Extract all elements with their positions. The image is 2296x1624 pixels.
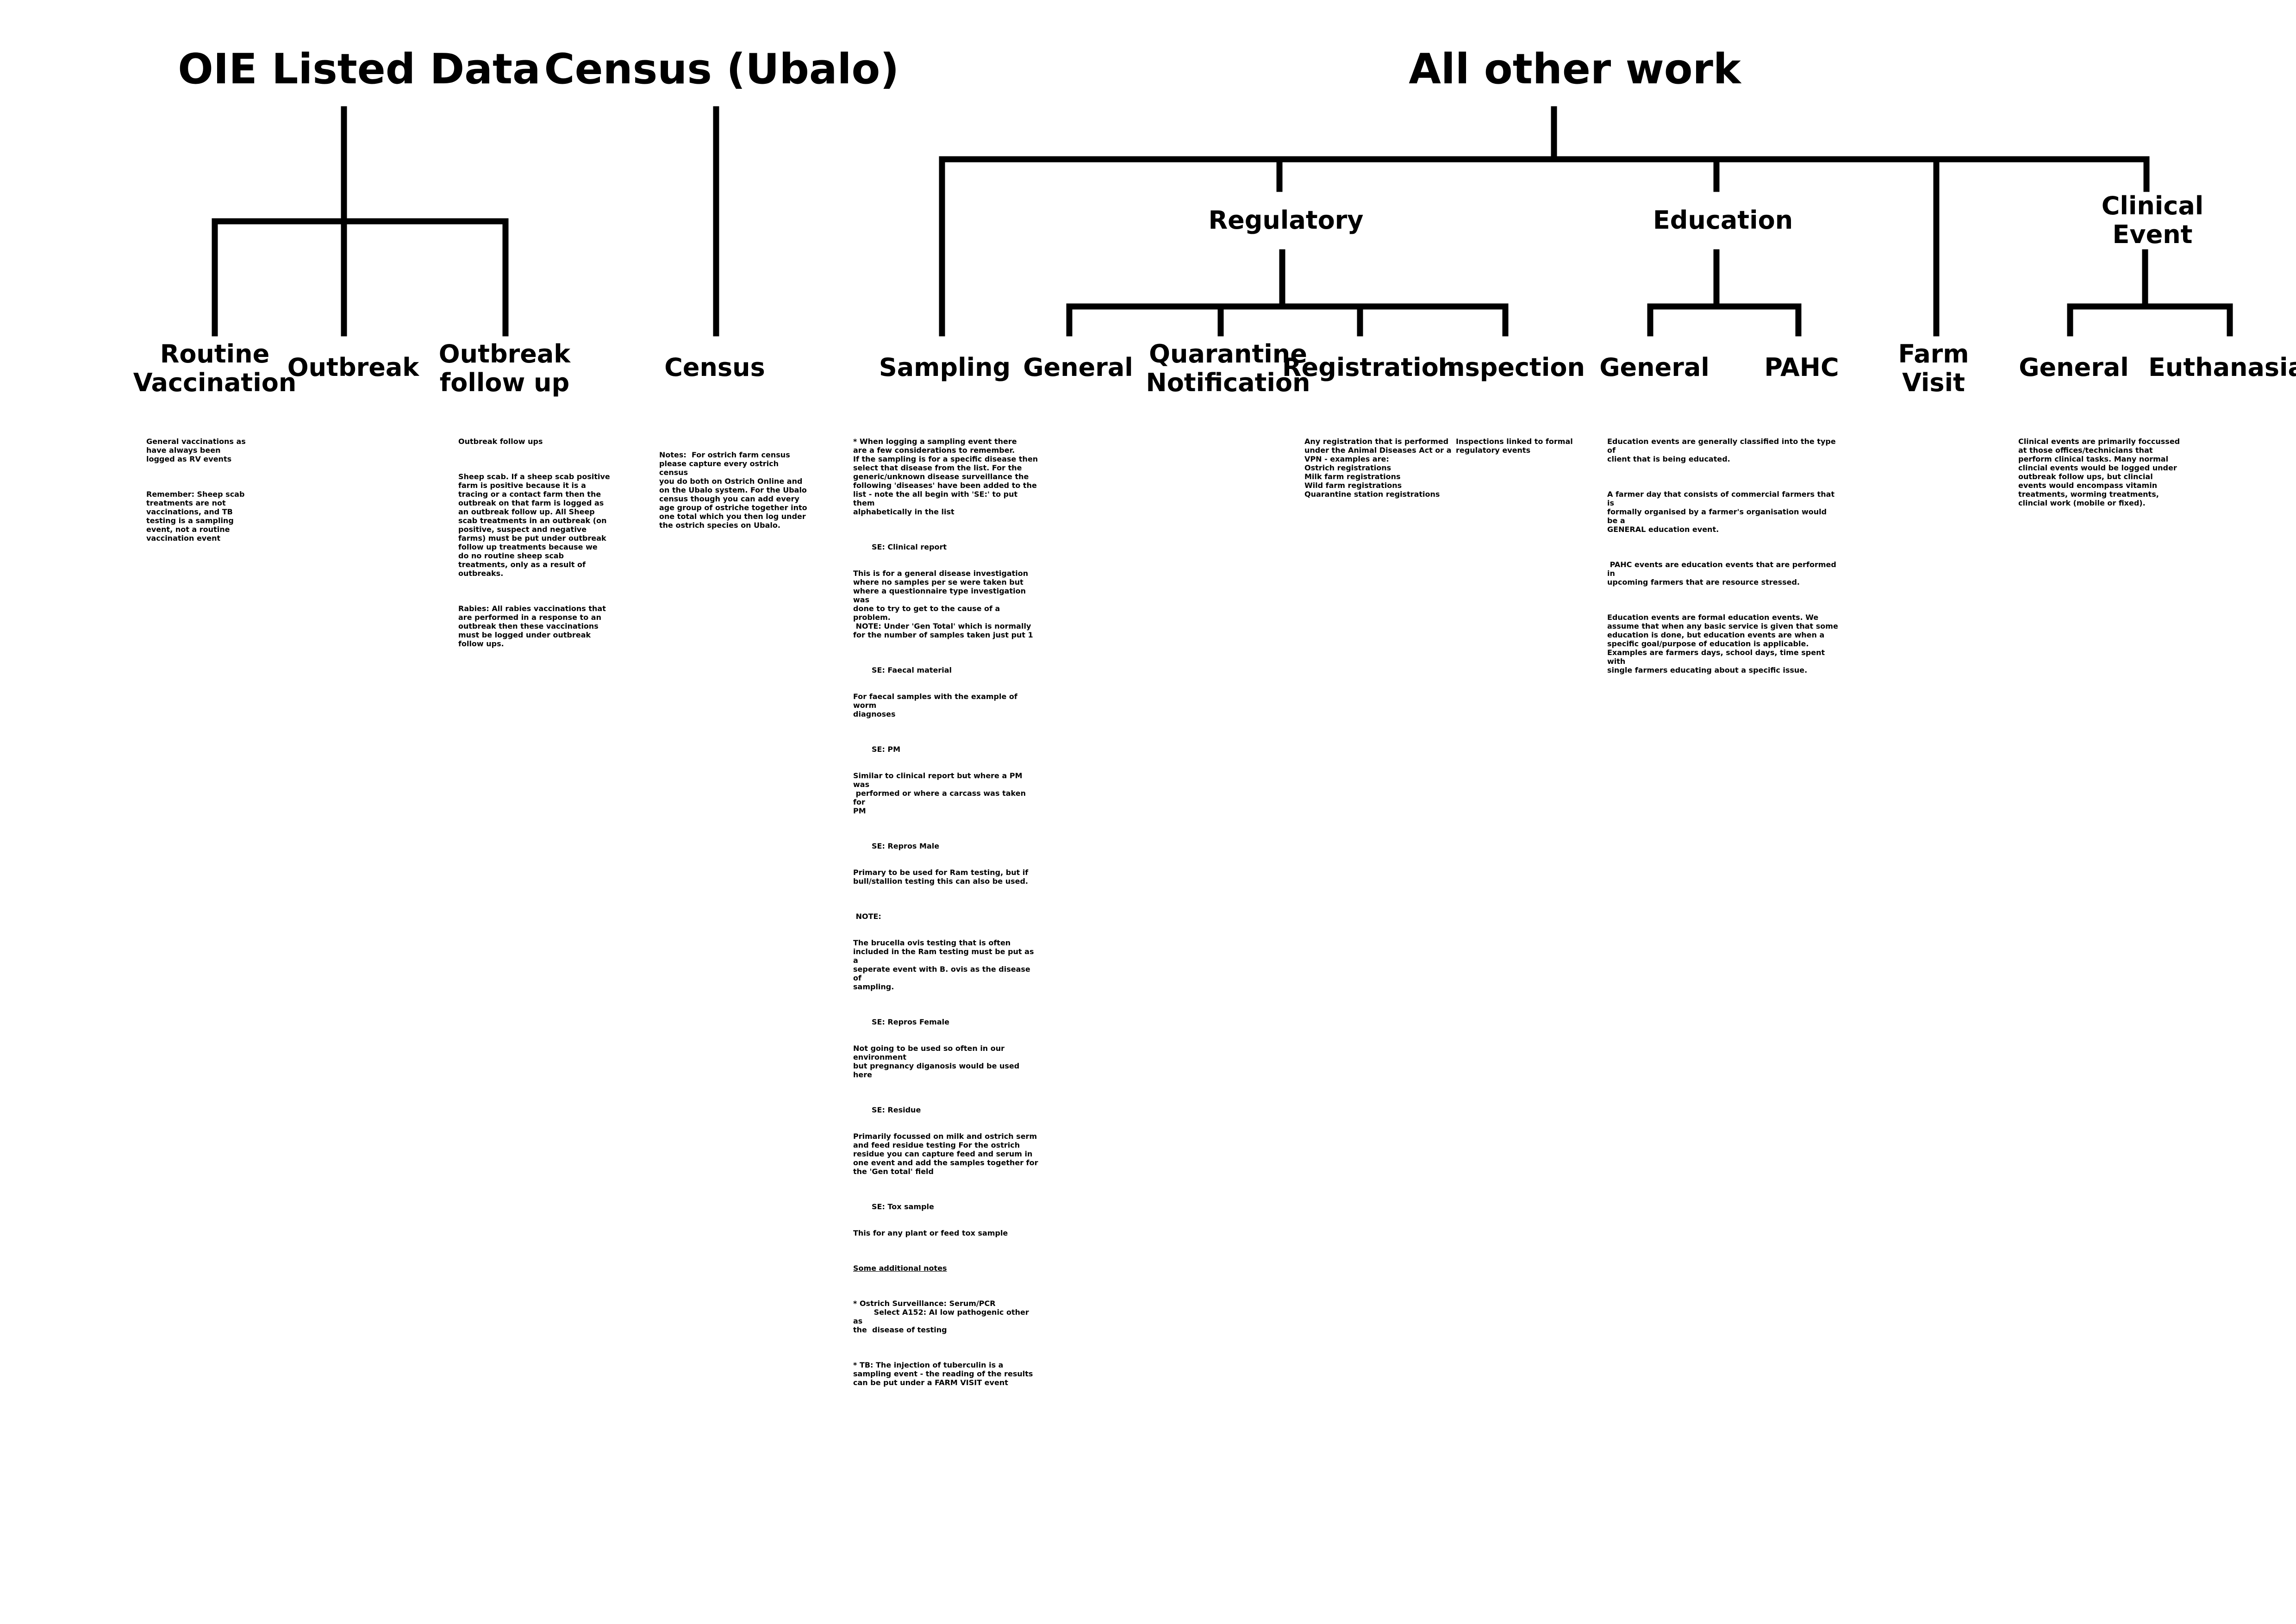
leaf-census: Census	[664, 353, 765, 382]
note-census: Notes: For ostrich farm census please ca…	[659, 450, 807, 530]
leaf-education-general: General	[1599, 353, 1710, 382]
note-clinical-event: Clinical events are primarily foccussed …	[2018, 437, 2180, 507]
leaf-inspection: Inspection	[1438, 353, 1585, 382]
leaf-quarantine-notification: Quarantine Notification	[1146, 339, 1310, 397]
header-census-ubalo: Census (Ubalo)	[544, 45, 899, 94]
leaf-euthanasia: Euthanasia	[2148, 353, 2296, 382]
note-inspection: Inspections linked to formal regulatory …	[1456, 437, 1573, 455]
leaf-outbreak-follow-up: Outbreak follow up	[438, 339, 571, 397]
leaf-clinical-general: General	[2019, 353, 2129, 382]
group-regulatory: Regulatory	[1208, 206, 1364, 235]
leaf-farm-visit: Farm Visit	[1898, 339, 1969, 397]
leaf-registration: Registration	[1282, 353, 1457, 382]
note-sampling: * When logging a sampling event there ar…	[853, 437, 1038, 1387]
header-oie-listed-data: OIE Listed Data	[178, 45, 541, 94]
leaf-regulatory-general: General	[1023, 353, 1133, 382]
note-routine-vaccination: General vaccinations as have always been…	[146, 437, 246, 543]
header-all-other-work: All other work	[1409, 45, 1741, 94]
group-clinical-event: Clinical Event	[2101, 191, 2204, 249]
note-outbreak-follow-up: Outbreak follow ups Sheep scab. If a she…	[458, 437, 610, 648]
leaf-sampling: Sampling	[879, 353, 1011, 382]
leaf-pahc: PAHC	[1764, 353, 1839, 382]
note-registration: Any registration that is performed under…	[1304, 437, 1452, 499]
leaf-outbreak: Outbreak	[287, 353, 419, 382]
group-education: Education	[1653, 206, 1793, 235]
leaf-routine-vaccination: Routine Vaccination	[133, 339, 297, 397]
note-education: Education events are generally classifie…	[1607, 437, 1838, 675]
